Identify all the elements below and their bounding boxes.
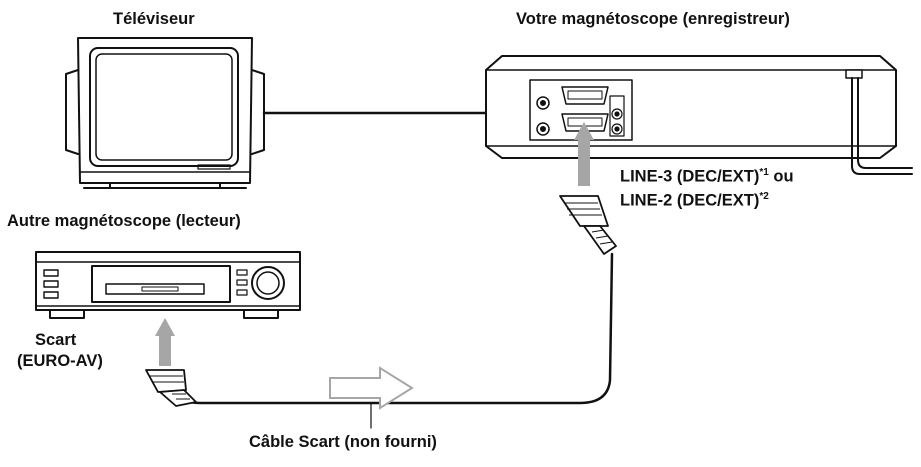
line3-suffix: ou bbox=[768, 167, 794, 186]
arrow-to-recorder bbox=[574, 122, 594, 186]
tv-icon bbox=[65, 37, 265, 189]
scart-label-line1: Scart bbox=[35, 331, 77, 349]
recorder-label: Votre magnétoscope (enregistreur) bbox=[516, 10, 790, 28]
line3-footnote-mark: *1 bbox=[759, 167, 769, 178]
line2-label: LINE-2 (DEC/EXT)*2 bbox=[620, 187, 769, 211]
line2-text: LINE-2 (DEC/EXT) bbox=[620, 191, 760, 210]
tv-label: Téléviseur bbox=[113, 10, 195, 28]
line3-text: LINE-3 (DEC/EXT) bbox=[620, 167, 760, 186]
cable-label: Câble Scart (non fourni) bbox=[249, 433, 437, 451]
player-vcr-icon bbox=[35, 251, 301, 319]
scart-label-line2: (EURO-AV) bbox=[17, 352, 103, 370]
recorder-vcr-icon bbox=[485, 55, 897, 159]
line2-footnote-mark: *2 bbox=[759, 191, 769, 202]
arrow-to-player bbox=[155, 318, 175, 366]
scart-plug-player-icon bbox=[145, 369, 197, 407]
signal-direction-arrow bbox=[329, 366, 414, 410]
player-label: Autre magnétoscope (lecteur) bbox=[7, 212, 241, 230]
antenna-cable bbox=[851, 145, 913, 175]
line3-label: LINE-3 (DEC/EXT)*1 ou bbox=[620, 163, 794, 187]
scart-plug-recorder-icon bbox=[559, 195, 617, 255]
